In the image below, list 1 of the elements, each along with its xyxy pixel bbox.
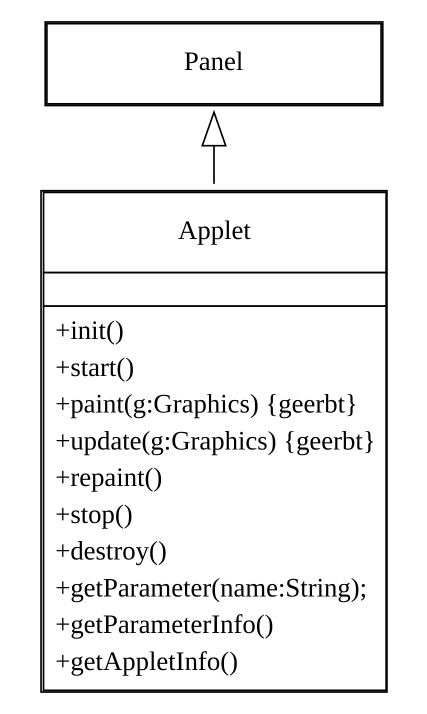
- arrow: [200, 110, 226, 184]
